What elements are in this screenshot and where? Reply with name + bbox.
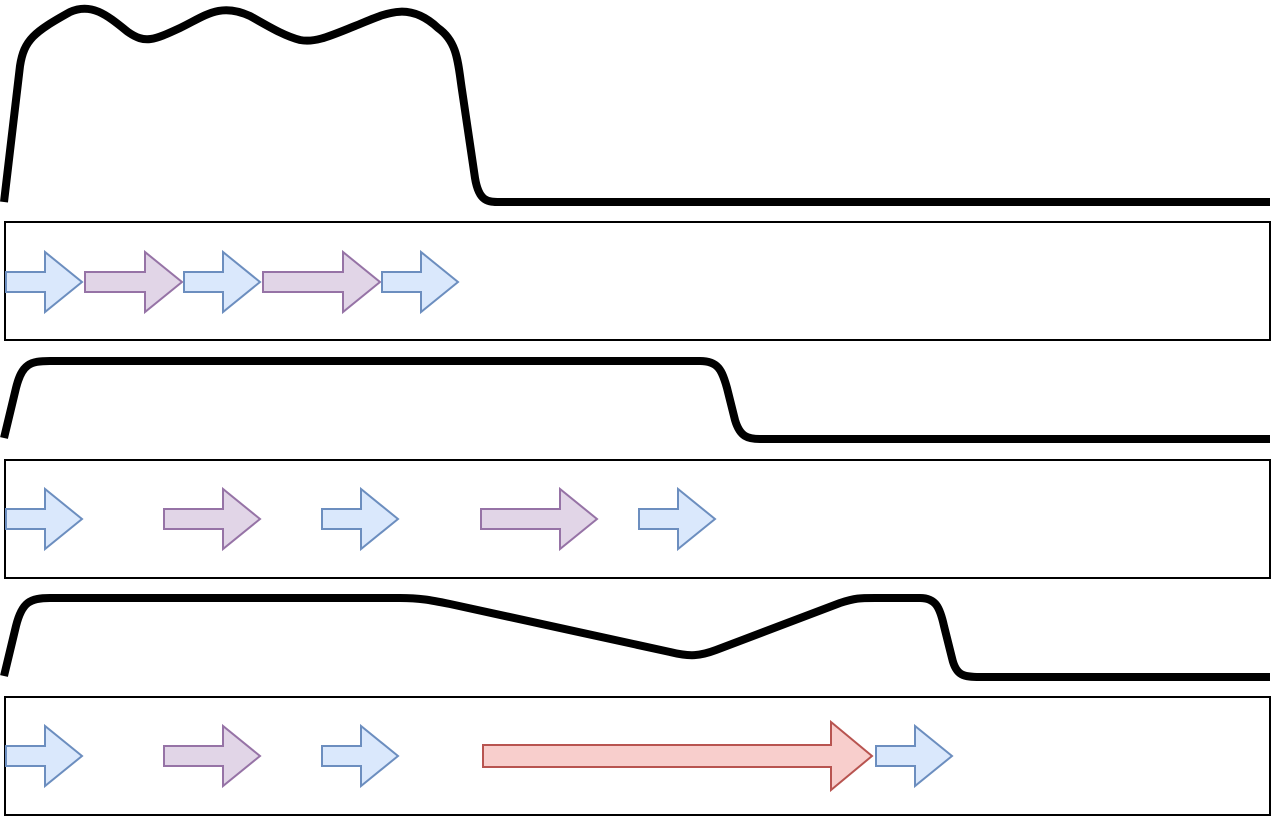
panel-3-short-arrow-3 (875, 723, 954, 789)
panel-1-long-arrow-2 (262, 249, 382, 315)
panel-1-arrows (5, 249, 460, 315)
panel-3 (0, 594, 1271, 816)
panel-3-long-arrow-1 (163, 723, 262, 789)
panel-3-arrows (5, 719, 954, 793)
panel-2-short-arrow-1 (5, 486, 84, 552)
panel-2-arrows (5, 486, 717, 552)
panel-1-short-arrow-3 (381, 249, 460, 315)
panel-2-short-arrow-2 (321, 486, 400, 552)
panel-2 (0, 357, 1271, 579)
panel-3-short-arrow-2 (321, 723, 400, 789)
panel-1-signal-curve (0, 4, 1270, 206)
panel-2-short-arrow-3 (638, 486, 717, 552)
panel-2-signal-curve (0, 357, 1270, 443)
panel-3-short-arrow-1 (5, 723, 84, 789)
panel-1 (0, 4, 1271, 341)
panel-3-highlight-arrow (482, 719, 874, 793)
panel-2-long-arrow-1 (163, 486, 262, 552)
panel-2-long-arrow-2 (480, 486, 599, 552)
panel-1-long-arrow-1 (84, 249, 184, 315)
panel-1-short-arrow-1 (5, 249, 84, 315)
panel-3-signal-curve (0, 594, 1270, 681)
panel-1-short-arrow-2 (183, 249, 262, 315)
